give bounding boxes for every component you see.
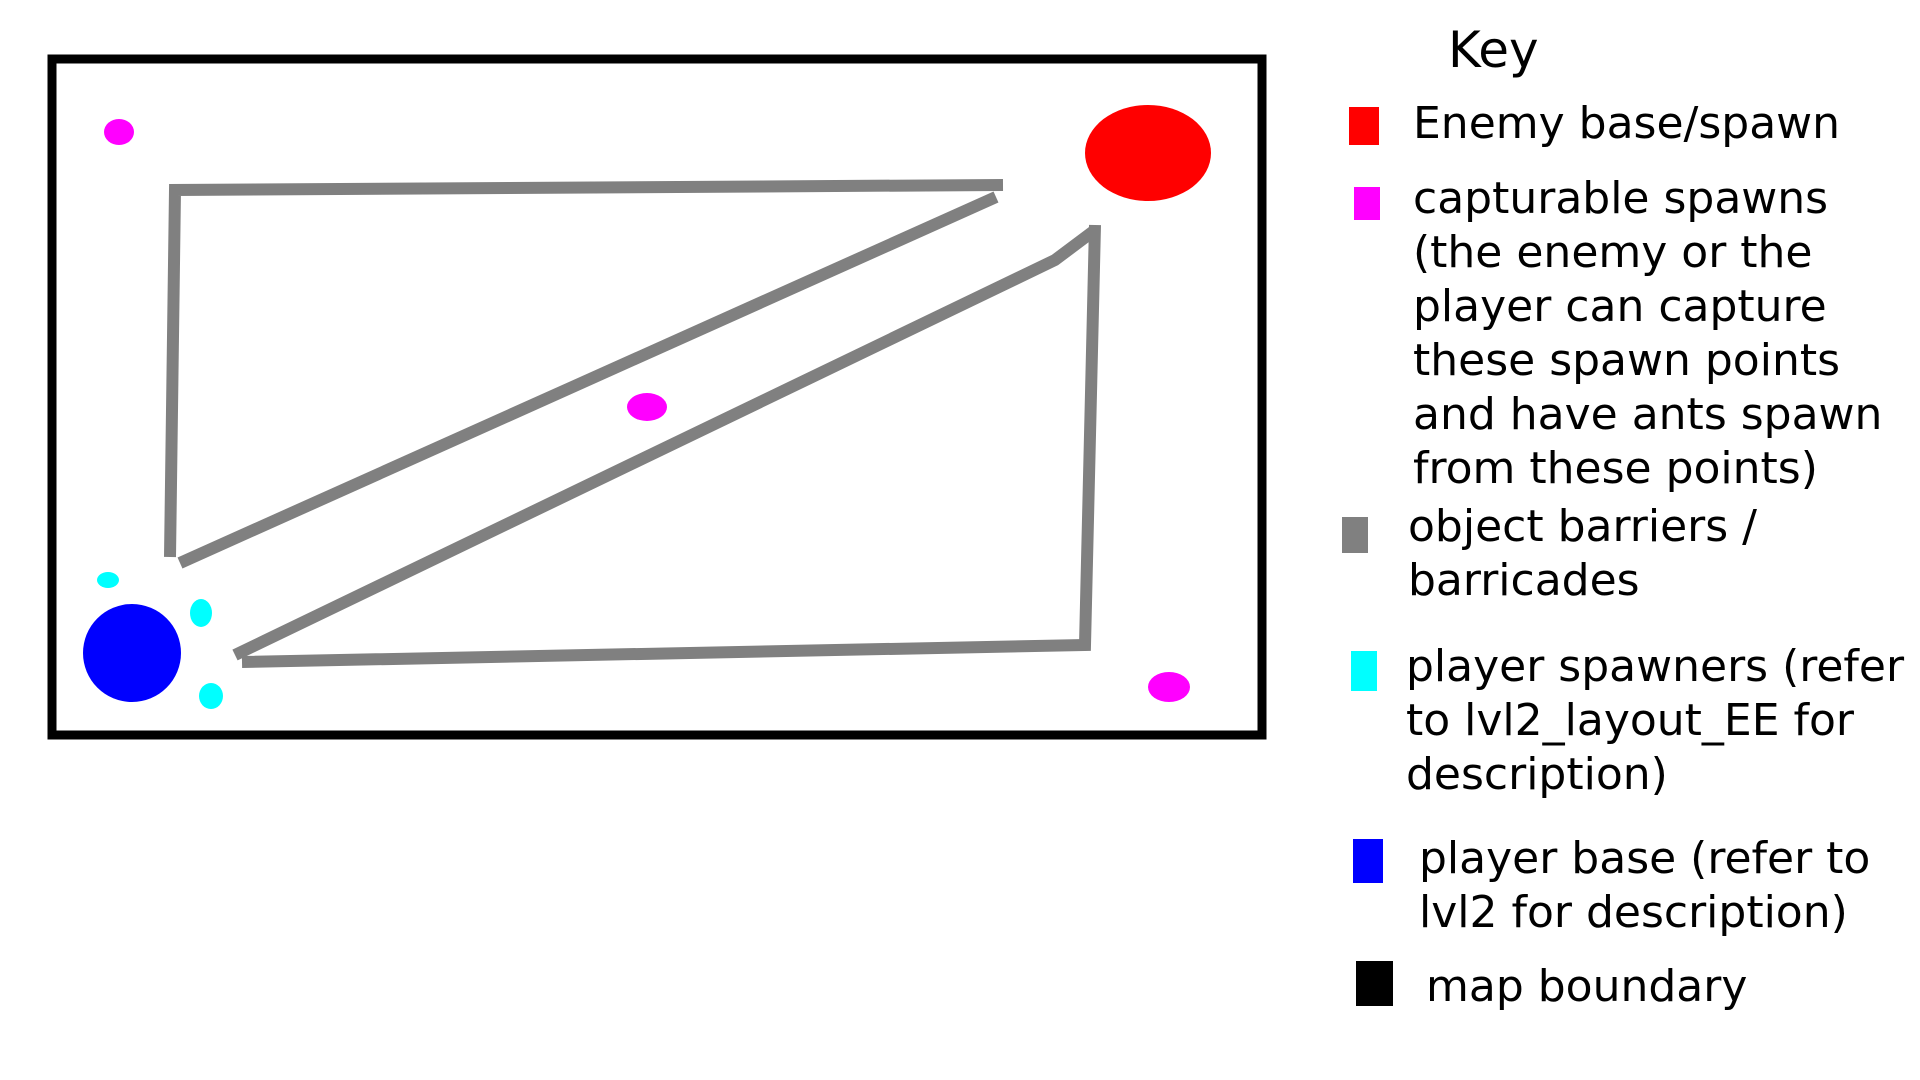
capturable-spawn-bottom-right	[1148, 672, 1190, 702]
barrier-bottom-right	[241, 224, 1101, 668]
object-barriers	[164, 179, 1101, 668]
barrier-top-left	[164, 179, 1004, 558]
barrier-diagonal-lower	[232, 225, 1099, 661]
player-spawner-right	[190, 599, 212, 627]
player-base-swatch	[1353, 839, 1383, 883]
player-base	[83, 604, 181, 702]
enemy-base-label: Enemy base/spawn	[1413, 98, 1841, 149]
key-title: Key	[1448, 21, 1539, 79]
player-spawner-bottom	[199, 683, 223, 709]
capturable-spawns-swatch	[1354, 187, 1380, 220]
object-barriers-label: object barriers / barricades	[1408, 501, 1757, 606]
enemy-base	[1085, 105, 1211, 201]
enemy-base-swatch	[1349, 107, 1379, 145]
object-barriers-swatch	[1342, 517, 1368, 553]
player-spawner-top	[97, 572, 119, 588]
player-spawners-swatch	[1351, 651, 1377, 691]
capturable-spawn-top-left	[104, 119, 134, 145]
player-spawners-label: player spawners (refer to lvl2_layout_EE…	[1406, 641, 1905, 800]
map-boundary-label: map boundary	[1426, 961, 1748, 1012]
barrier-diagonal-upper	[177, 191, 999, 569]
player-base-label: player base (refer to lvl2 for descripti…	[1419, 833, 1871, 938]
capturable-spawn-center	[627, 393, 667, 421]
map-boundary-swatch	[1356, 961, 1393, 1006]
capturable-spawns-label: capturable spawns (the enemy or the play…	[1413, 173, 1883, 494]
